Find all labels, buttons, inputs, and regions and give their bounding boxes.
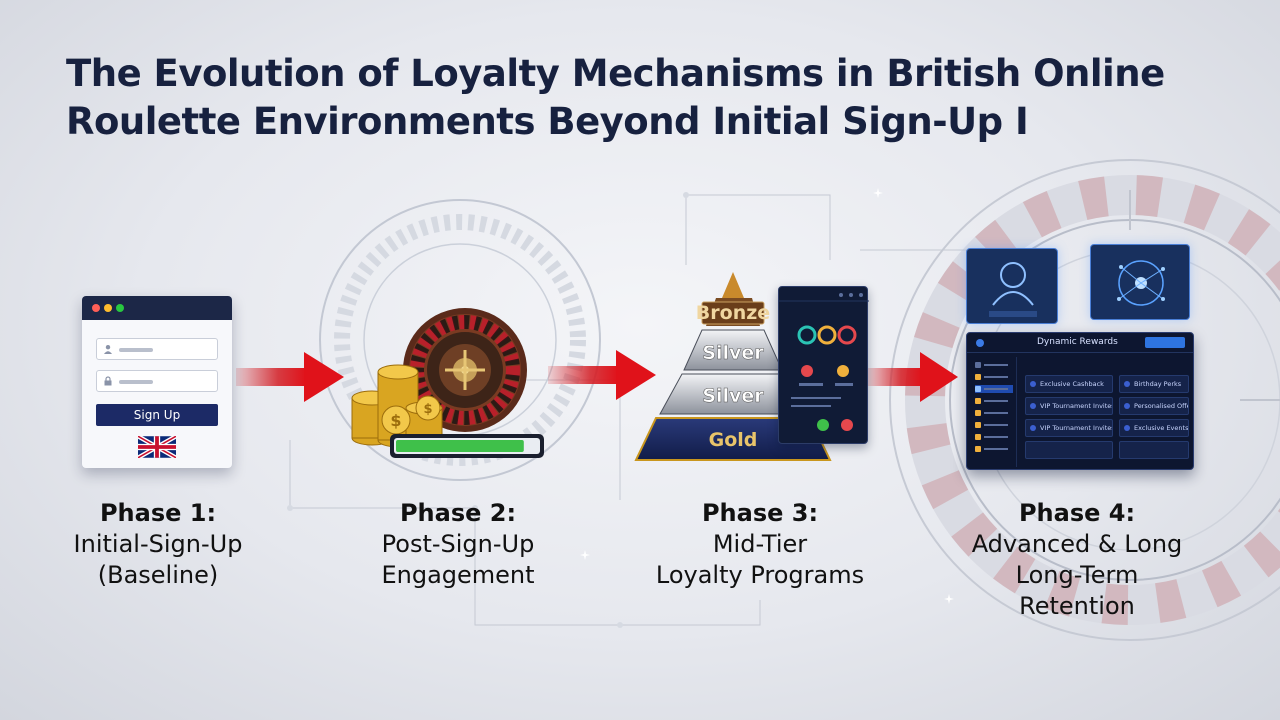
tier-bronze: Bronze xyxy=(696,298,770,326)
sidebar-item[interactable] xyxy=(975,421,1013,429)
dynamic-rewards-dashboard: Dynamic Rewards Exclusive Cashback VIP T… xyxy=(966,332,1194,470)
phase-3-line-2: Loyalty Programs xyxy=(655,561,865,589)
phase-2-heading: Phase 2: xyxy=(399,499,517,527)
phase-1-label: Phase 1: Initial-Sign-Up (Baseline) xyxy=(38,498,278,591)
svg-text:$: $ xyxy=(390,411,401,430)
window-minimize-dot-icon xyxy=(104,304,112,312)
phase-4-heading: Phase 4: xyxy=(1018,499,1136,527)
network-globe-icon xyxy=(1117,260,1165,306)
sparkle-icon xyxy=(873,188,883,198)
phase-2-line-2: Engagement xyxy=(381,561,535,589)
reward-cell[interactable]: Exclusive Cashback xyxy=(1025,375,1113,393)
sidebar-item[interactable] xyxy=(975,397,1013,405)
tier-label-gold: Gold xyxy=(709,429,758,451)
reward-cell[interactable]: VIP Tournament Invites xyxy=(1025,397,1113,415)
sidebar-item[interactable] xyxy=(975,409,1013,417)
arrow-phase1-to-phase2 xyxy=(236,352,344,402)
dashboard-action-button[interactable] xyxy=(1145,337,1185,348)
sign-up-button[interactable]: Sign Up xyxy=(96,404,218,426)
phase3-mini-dashboard xyxy=(778,286,869,444)
reward-cell[interactable]: Personalised Offers xyxy=(1119,397,1189,415)
sidebar-item-active[interactable] xyxy=(975,385,1013,393)
phase-4-line-2: Long-Term xyxy=(1015,561,1139,589)
pyramid-top-cap xyxy=(722,272,744,298)
dashboard-header: Dynamic Rewards xyxy=(967,333,1193,353)
phase-3-line-1: Mid-Tier xyxy=(712,530,808,558)
reward-cell-empty xyxy=(1119,441,1189,459)
signup-browser-window: Sign Up xyxy=(82,296,232,468)
dashboard-sidebar xyxy=(973,357,1017,467)
tier-silver-upper: Silver xyxy=(683,329,783,371)
sidebar-item[interactable] xyxy=(975,373,1013,381)
browser-title-bar xyxy=(82,296,232,320)
reward-cell-empty xyxy=(1025,441,1113,459)
user-icon xyxy=(104,345,112,354)
arrow-phase3-to-phase4 xyxy=(868,352,958,402)
sparkle-icon xyxy=(944,594,954,604)
network-hub-card xyxy=(1090,244,1190,320)
reward-cell[interactable]: Exclusive Events xyxy=(1119,419,1189,437)
window-close-dot-icon xyxy=(92,304,100,312)
arrow-phase2-to-phase3 xyxy=(548,350,656,400)
sparkle-icon xyxy=(580,550,590,560)
engagement-progress-bar xyxy=(390,434,544,458)
window-maximize-dot-icon xyxy=(116,304,124,312)
gauge-widgets xyxy=(779,293,869,431)
tier-label-bronze: Bronze xyxy=(696,302,770,324)
tier-silver-lower: Silver xyxy=(659,373,807,415)
dashboard-logo-icon xyxy=(976,339,984,347)
tier-label-silver-lower: Silver xyxy=(702,385,764,407)
svg-text:$: $ xyxy=(423,402,432,417)
lock-icon xyxy=(104,376,112,386)
reward-cell[interactable]: VIP Tournament Invites xyxy=(1025,419,1113,437)
phase-2-label: Phase 2: Post-Sign-Up Engagement xyxy=(338,498,578,591)
username-field[interactable] xyxy=(96,338,218,360)
sidebar-item[interactable] xyxy=(975,361,1013,369)
page-title-line-1: The Evolution of Loyalty Mechanisms in B… xyxy=(66,52,1165,95)
tier-label-silver-upper: Silver xyxy=(702,342,764,364)
password-field[interactable] xyxy=(96,370,218,392)
phase-1-line-2: (Baseline) xyxy=(97,561,219,589)
phase-4-line-3: Retention xyxy=(1019,592,1135,620)
page-title: The Evolution of Loyalty Mechanisms in B… xyxy=(66,50,1226,146)
phase-2-line-1: Post-Sign-Up xyxy=(381,530,535,558)
reward-cell[interactable]: Birthday Perks xyxy=(1119,375,1189,393)
phase-4-label: Phase 4: Advanced & Long Long-Term Reten… xyxy=(957,498,1197,622)
phase-1-line-1: Initial-Sign-Up xyxy=(73,530,243,558)
sidebar-item[interactable] xyxy=(975,445,1013,453)
uk-flag-icon xyxy=(138,436,176,458)
phase-3-label: Phase 3: Mid-Tier Loyalty Programs xyxy=(640,498,880,591)
phase-4-line-1: Advanced & Long xyxy=(971,530,1183,558)
user-avatar-icon xyxy=(989,262,1037,317)
phase-1-heading: Phase 1: xyxy=(99,499,217,527)
dashboard-title: Dynamic Rewards xyxy=(1037,337,1118,347)
page-title-line-2: Roulette Environments Beyond Initial Sig… xyxy=(66,100,1029,143)
phase-3-heading: Phase 3: xyxy=(701,499,819,527)
avatar-profile-card xyxy=(966,248,1058,324)
sidebar-item[interactable] xyxy=(975,433,1013,441)
